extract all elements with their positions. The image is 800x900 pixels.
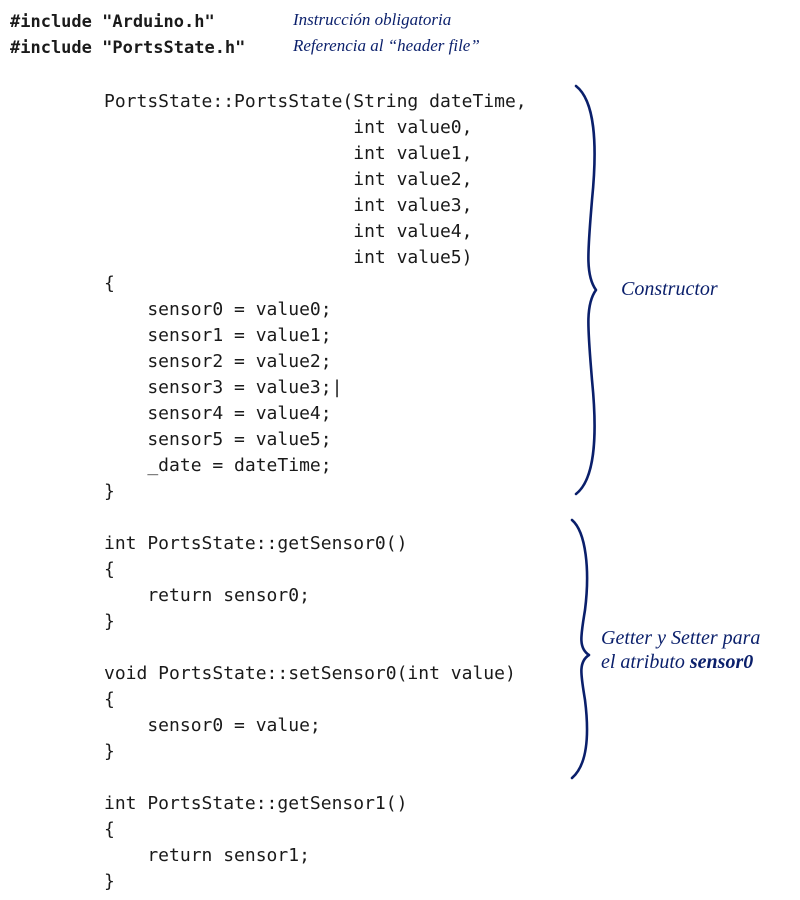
code-line: int PortsState::getSensor0() xyxy=(104,533,408,554)
code-line: { xyxy=(104,273,115,294)
code-line: } xyxy=(104,871,115,892)
code-line: sensor2 = value2; xyxy=(104,351,332,372)
code-line: sensor1 = value1; xyxy=(104,325,332,346)
code-line: } xyxy=(104,481,115,502)
code-line: sensor0 = value; xyxy=(104,715,321,736)
code-line: sensor5 = value5; xyxy=(104,429,332,450)
code-line: return sensor1; xyxy=(104,845,310,866)
code-line: int value4, xyxy=(104,221,473,242)
code-line: sensor3 = value3;| xyxy=(104,377,343,398)
code-line: PortsState::PortsState(String dateTime, xyxy=(104,91,527,112)
code-line: int value2, xyxy=(104,169,473,190)
code-line: int value3, xyxy=(104,195,473,216)
code-line: } xyxy=(104,741,115,762)
code-line: } xyxy=(104,611,115,632)
label-getter-setter-line2: el atributo sensor0 xyxy=(601,651,753,674)
label-attr-prefix: el atributo xyxy=(601,651,690,673)
code-line: { xyxy=(104,559,115,580)
code-line: void PortsState::setSensor0(int value) xyxy=(104,663,516,684)
code-line: sensor0 = value0; xyxy=(104,299,332,320)
code-line: sensor4 = value4; xyxy=(104,403,332,424)
code-line: { xyxy=(104,819,115,840)
label-attr-name: sensor0 xyxy=(689,651,754,673)
code-line: int value1, xyxy=(104,143,473,164)
code-line: int value0, xyxy=(104,117,473,138)
label-getter-setter-line1: Getter y Setter para xyxy=(601,627,761,649)
code-line: int PortsState::getSensor1() xyxy=(104,793,408,814)
code-line: { xyxy=(104,689,115,710)
include-arduino: #include "Arduino.h" xyxy=(10,12,215,32)
code-line: int value5) xyxy=(104,247,473,268)
label-constructor: Constructor xyxy=(621,278,718,300)
note-instruccion: Instrucción obligatoria xyxy=(293,10,452,29)
code-line: return sensor0; xyxy=(104,585,310,606)
code-block: PortsState::PortsState(String dateTime, … xyxy=(104,89,527,895)
code-line: _date = dateTime; xyxy=(104,455,332,476)
note-header-file: Referencia al “header file” xyxy=(293,36,480,55)
include-portsstate: #include "PortsState.h" xyxy=(10,38,246,58)
